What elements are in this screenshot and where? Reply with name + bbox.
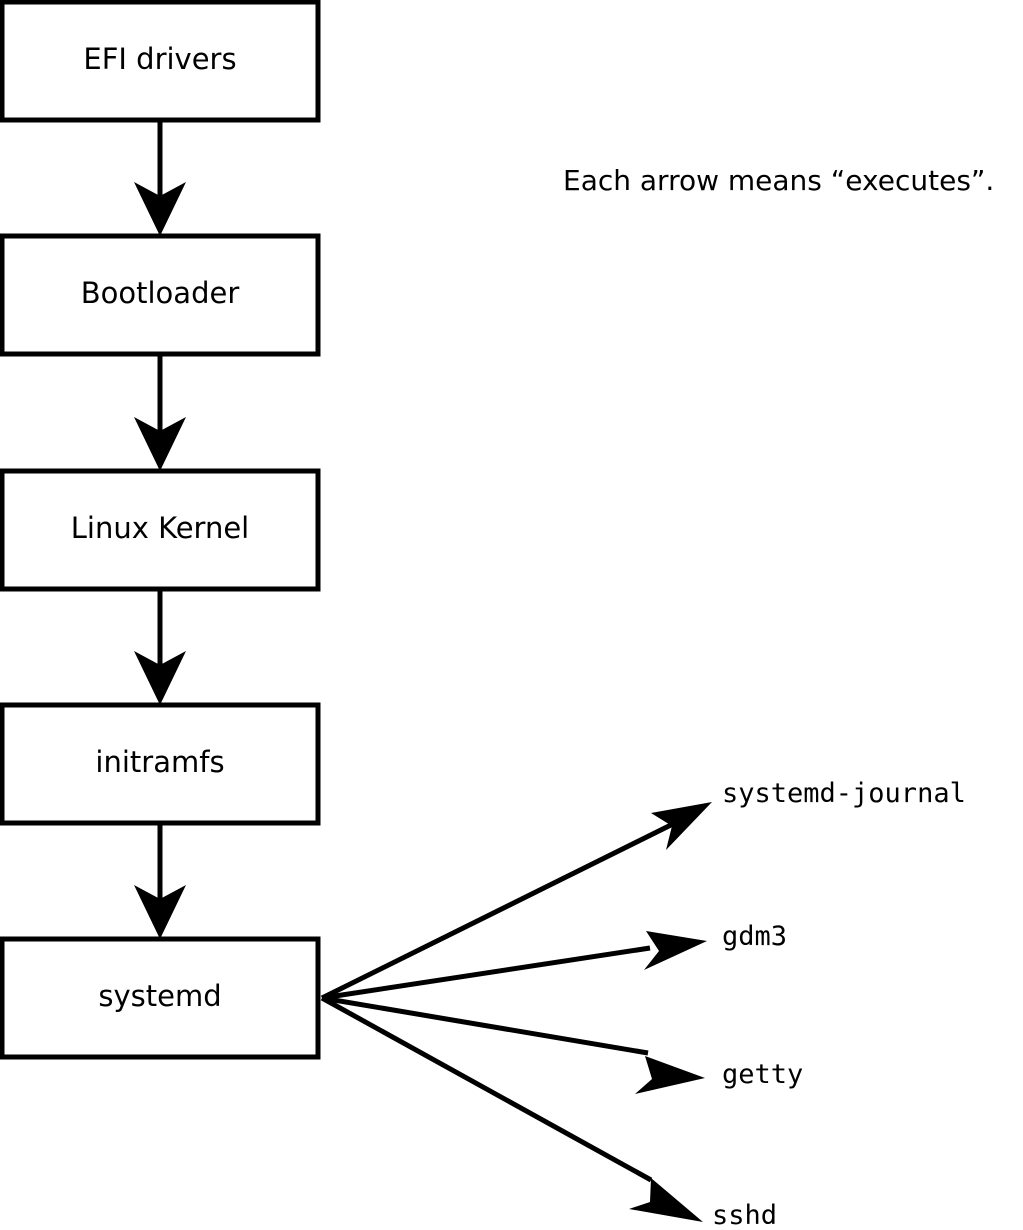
arrow-head-down	[134, 417, 186, 471]
stage-box-systemd[interactable]: systemd	[0, 936, 321, 1060]
flow-arrow-efi-to-bootloader	[134, 120, 186, 236]
stage-box-rect[interactable]	[0, 0, 321, 123]
service-arrow-sshd	[320, 995, 703, 1222]
service-arrows-group	[320, 802, 712, 1222]
arrow-head-diagonal	[644, 931, 707, 970]
stage-box-bootloader[interactable]: Bootloader	[0, 233, 321, 357]
stage-box-rect[interactable]	[0, 468, 321, 592]
service-arrow-systemd-journal	[320, 802, 712, 1001]
stage-box-label: EFI drivers	[83, 42, 236, 76]
service-label-sshd: sshd	[712, 1200, 777, 1230]
flow-arrow-initramfs-to-systemd	[134, 823, 186, 939]
stage-box-efi-drivers[interactable]: EFI drivers	[0, 0, 321, 123]
service-arrow-shaft	[320, 995, 653, 1183]
arrow-head-down	[134, 651, 186, 705]
service-arrow-shaft	[320, 816, 685, 1001]
service-labels-group: systemd-journal gdm3 getty sshd	[712, 778, 966, 1230]
stage-box-linux-kernel[interactable]: Linux Kernel	[0, 468, 321, 592]
stage-box-label: Bootloader	[81, 276, 240, 310]
service-arrow-shaft	[321, 995, 649, 1056]
arrow-head-down	[134, 182, 186, 236]
stage-box-label: initramfs	[95, 745, 224, 779]
stage-box-initramfs[interactable]: initramfs	[0, 702, 321, 826]
legend-note: Each arrow means “executes”.	[563, 164, 994, 197]
service-label-gdm3: gdm3	[722, 921, 787, 952]
service-arrow-gdm3	[321, 931, 707, 1001]
arrow-head-diagonal	[651, 802, 712, 850]
stage-box-rect[interactable]	[0, 936, 321, 1060]
flow-arrow-kernel-to-initramfs	[134, 589, 186, 705]
service-arrow-getty	[321, 995, 705, 1094]
service-label-systemd-journal: systemd-journal	[722, 778, 966, 809]
arrow-head-down	[134, 885, 186, 939]
service-arrow-shaft	[321, 945, 651, 1001]
arrow-head-diagonal	[635, 1056, 705, 1094]
flow-arrows-group	[134, 120, 186, 939]
flow-arrow-bootloader-to-kernel	[134, 354, 186, 471]
stage-box-label: Linux Kernel	[71, 511, 249, 545]
stage-box-label: systemd	[98, 979, 221, 1013]
service-label-getty: getty	[722, 1059, 803, 1090]
arrow-head-diagonal	[629, 1178, 703, 1222]
